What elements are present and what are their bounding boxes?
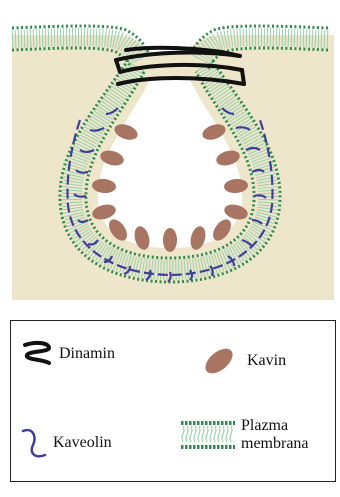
kavin-protein	[163, 228, 177, 252]
legend-label-plazma-line1: Plazma	[241, 417, 309, 435]
caveolin-strand-icon	[19, 425, 49, 461]
kavin-ellipse-icon	[201, 343, 237, 379]
legend-label-plazma-line2: membrana	[241, 435, 309, 453]
legend-item-dinamin: Dinamin	[19, 339, 115, 369]
legend-label-kaveolin: Kaveolin	[53, 434, 112, 452]
legend-item-kavin: Kavin	[201, 343, 286, 379]
legend-label-plazma-membrana: Plazma membrana	[241, 417, 309, 453]
dynamin-coil-icon	[19, 339, 55, 369]
legend-label-kavin: Kavin	[247, 352, 286, 370]
caveola-diagram	[0, 0, 340, 300]
plasma-membrane-icon	[179, 418, 237, 452]
legend-item-kaveolin: Kaveolin	[19, 425, 112, 461]
legend-label-dinamin: Dinamin	[59, 345, 115, 363]
legend: Dinamin Kavin Kaveolin Plazma membrana	[10, 320, 336, 482]
legend-item-plazma-membrana: Plazma membrana	[179, 417, 309, 453]
